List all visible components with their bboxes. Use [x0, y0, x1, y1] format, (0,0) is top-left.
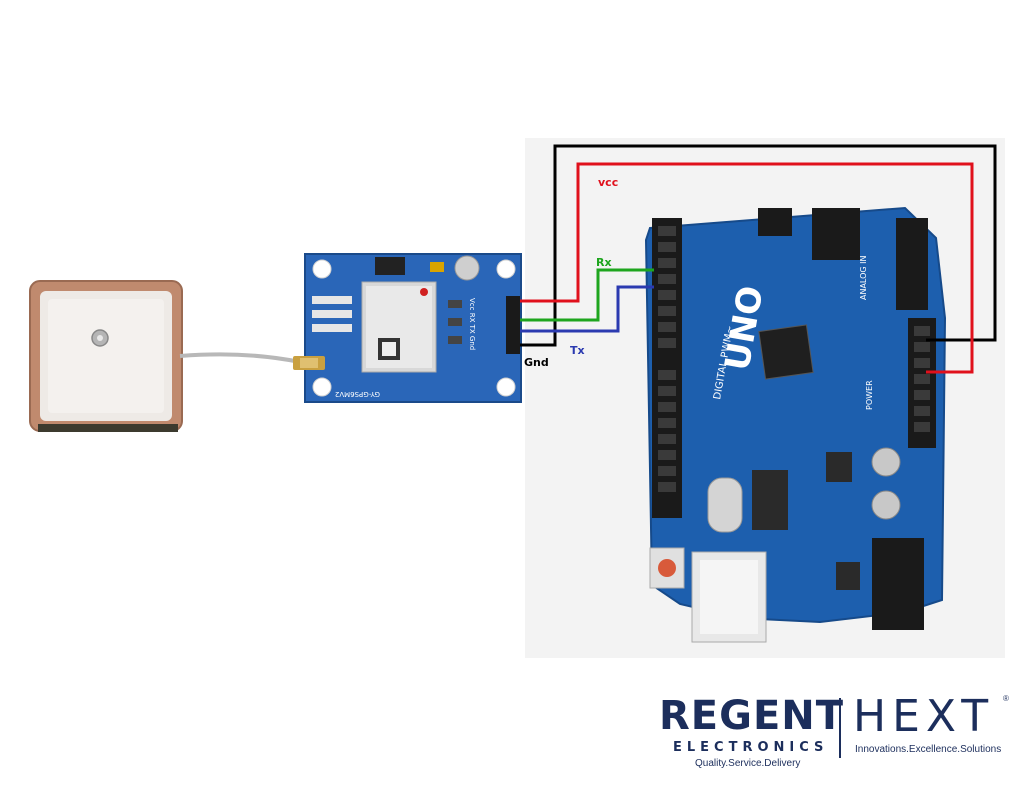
wire-tx [520, 285, 654, 333]
wire-label-vcc: vcc [598, 176, 618, 189]
wire-label-gnd: Gnd [524, 356, 549, 369]
wire-label-tx: Tx [570, 344, 585, 357]
arduino-analog-label: ANALOG IN [859, 256, 868, 301]
wire-gnd [520, 144, 997, 347]
logo-quality-tagline: Quality.Service.Delivery [695, 758, 801, 769]
brand-logo: REGENT ELECTRONICS Quality.Service.Deliv… [655, 694, 1015, 774]
gps-module: Vcc RX TX Gnd GY-GPS6MV2 [293, 253, 522, 403]
logo-registered-mark: ® [1003, 694, 1009, 703]
logo-hext-tagline: Innovations.Excellence.Solutions [855, 744, 1002, 755]
gps-antenna [29, 280, 183, 432]
logo-hext: HEXT [853, 691, 995, 742]
wire-label-rx: Rx [596, 256, 612, 269]
wire-vcc [520, 162, 974, 374]
logo-electronics: ELECTRONICS [673, 740, 829, 755]
gps-board-text: GY-GPS6MV2 [335, 390, 380, 398]
logo-divider [839, 698, 841, 758]
arduino-power-label: POWER [865, 380, 874, 410]
antenna-cable [179, 352, 301, 364]
gps-pin-labels: Vcc RX TX Gnd [468, 298, 476, 350]
arduino-uno: UNO DIGITAL PWM~ POWER ANALOG IN [644, 206, 947, 643]
wire-rx [520, 268, 654, 322]
logo-regent: REGENT [659, 693, 845, 739]
